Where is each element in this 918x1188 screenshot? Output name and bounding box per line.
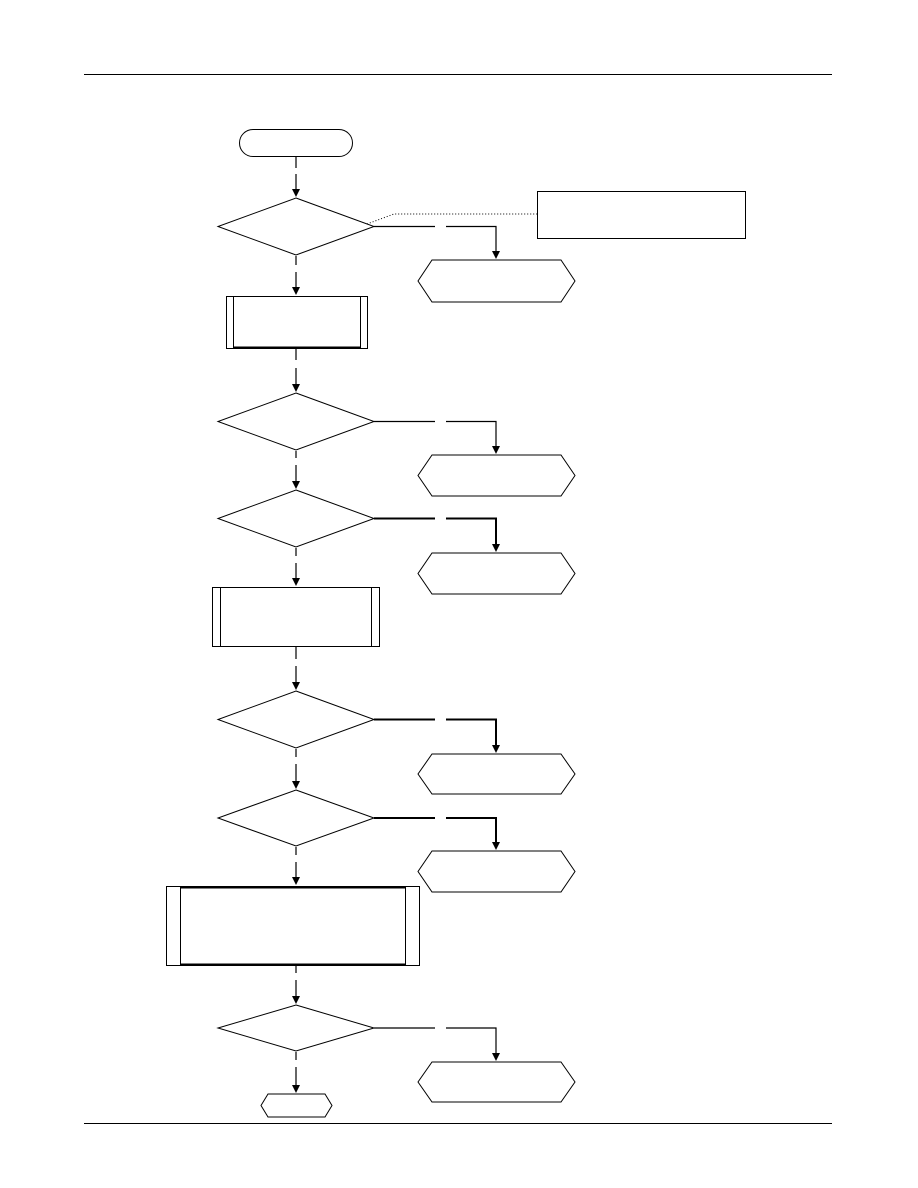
annotation-note [537, 191, 746, 239]
predefined-process-3 [166, 886, 420, 966]
vertical-flow-arrows [292, 157, 300, 1093]
decision-diamond-5 [216, 789, 376, 847]
predefined-process-1 [226, 296, 368, 349]
predefined-process-2 [212, 587, 380, 647]
branch-flow-arrows [374, 225, 500, 1061]
decision-diamond-4 [216, 690, 376, 749]
decision-diamond-2 [216, 392, 376, 451]
exit-connector-5 [417, 850, 576, 893]
start-terminator [239, 129, 353, 157]
exit-connector-6 [417, 1061, 576, 1103]
exit-connector-1 [417, 259, 576, 303]
exit-connector-3 [417, 552, 576, 595]
decision-diamond-1 [216, 197, 376, 256]
annotation-leader-line [366, 213, 537, 225]
exit-connector-4 [417, 753, 576, 795]
decision-diamond-6 [216, 1004, 376, 1052]
decision-diamond-3 [216, 489, 376, 548]
exit-connector-2 [417, 454, 576, 497]
end-connector [260, 1093, 333, 1118]
